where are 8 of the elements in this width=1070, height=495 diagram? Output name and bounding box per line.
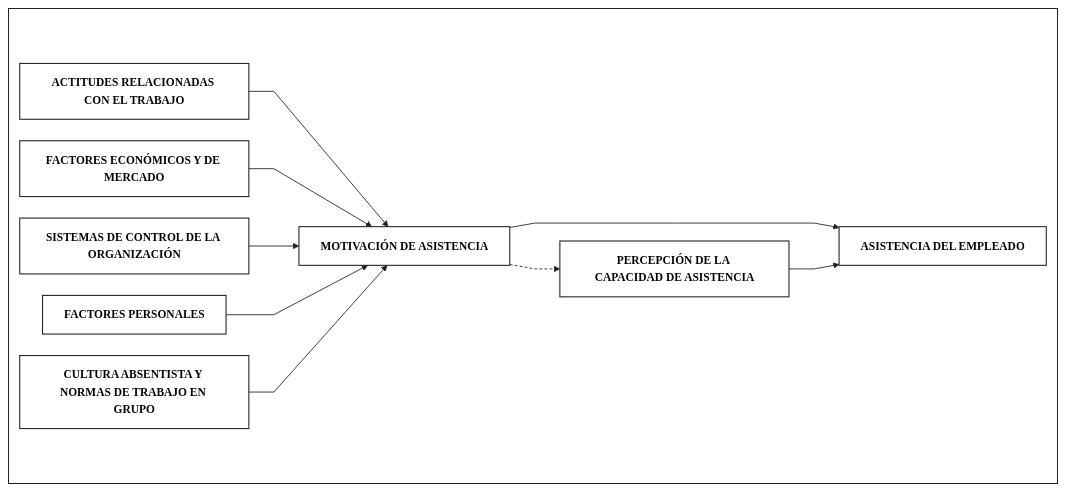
node-box: SISTEMAS DE CONTROL DE LA ORGANIZACIÓN bbox=[19, 217, 250, 275]
node-box: ACTITUDES RELACIONADAS CON EL TRABAJO bbox=[19, 62, 250, 120]
node-box: MOTIVACIÓN DE ASISTENCIA bbox=[298, 226, 511, 266]
node-box: CULTURA ABSENTISTA Y NORMAS DE TRABAJO EN GRUPO bbox=[19, 355, 250, 430]
node-box: FACTORES ECONÓMICOS Y DE MERCADO bbox=[19, 140, 250, 198]
node-box: FACTORES PERSONALES bbox=[41, 294, 227, 335]
node-box: PERCEPCIÓN DE LA CAPACIDAD DE ASISTENCIA bbox=[559, 240, 790, 298]
node-box: ASISTENCIA DEL EMPLEADO bbox=[838, 226, 1047, 266]
